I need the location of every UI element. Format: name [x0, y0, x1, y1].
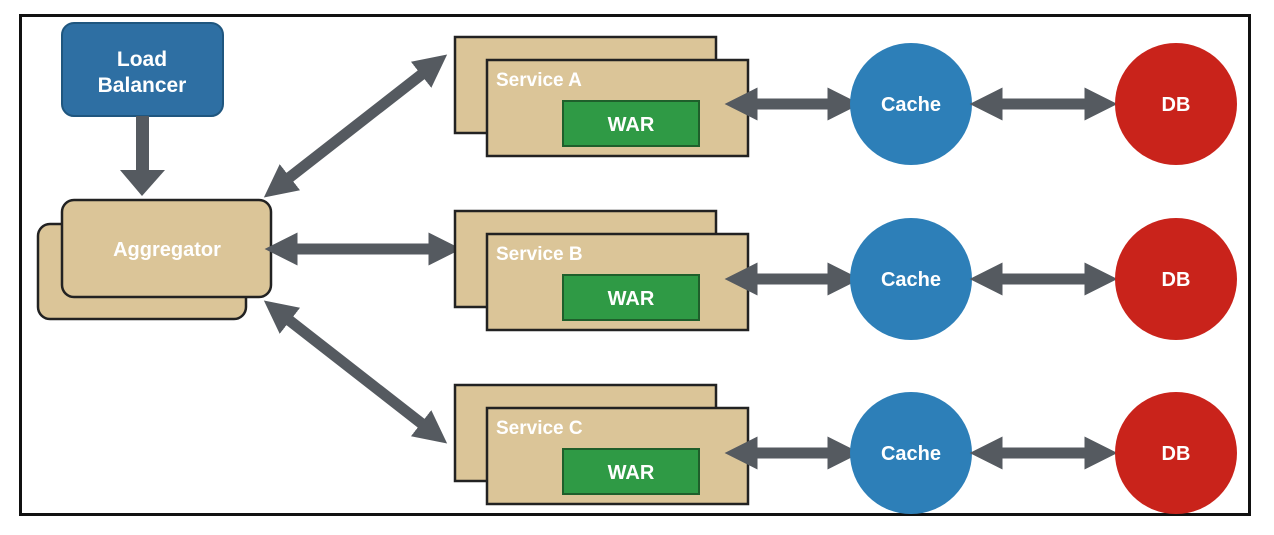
aggregator: Aggregator: [36, 198, 273, 321]
service-a-war-label: WAR: [608, 114, 655, 136]
load-balancer-label-line1: Load: [117, 48, 167, 71]
service-b-war-label: WAR: [608, 288, 655, 310]
service-c-db-label: DB: [1162, 443, 1191, 465]
service-c-cache-label: Cache: [881, 443, 941, 465]
service-b-cache-label: Cache: [881, 269, 941, 291]
service-a-row: Service A WAR Cache DB: [453, 35, 1237, 165]
service-b-row: Service B WAR Cache DB: [453, 209, 1237, 340]
aggregator-label: Aggregator: [113, 239, 221, 261]
service-a-label: Service A: [496, 70, 582, 91]
service-c-cache: [850, 392, 972, 514]
service-b-cache: [850, 218, 972, 340]
service-a-db-label: DB: [1162, 94, 1191, 116]
service-c-db: [1115, 392, 1237, 514]
service-b-db: [1115, 218, 1237, 340]
service-b-label: Service B: [496, 244, 583, 265]
service-a-cache-label: Cache: [881, 94, 941, 116]
service-b-db-label: DB: [1162, 269, 1191, 291]
service-a-war-box: [562, 100, 700, 147]
service-c-war-box: [562, 448, 700, 495]
service-a-db: [1115, 43, 1237, 165]
arrow-aggregator-service-c: [263, 300, 448, 444]
service-b-war-box: [562, 274, 700, 321]
service-c-war-label: WAR: [608, 462, 655, 484]
arrow-load-balancer-to-aggregator: [120, 116, 165, 196]
load-balancer-label-line2: Balancer: [98, 74, 187, 97]
load-balancer: Load Balancer: [61, 22, 224, 117]
service-c-label: Service C: [496, 418, 583, 439]
service-a-cache: [850, 43, 972, 165]
service-c-row: Service C WAR Cache DB: [453, 383, 1237, 514]
arrow-aggregator-service-a: [263, 54, 448, 198]
